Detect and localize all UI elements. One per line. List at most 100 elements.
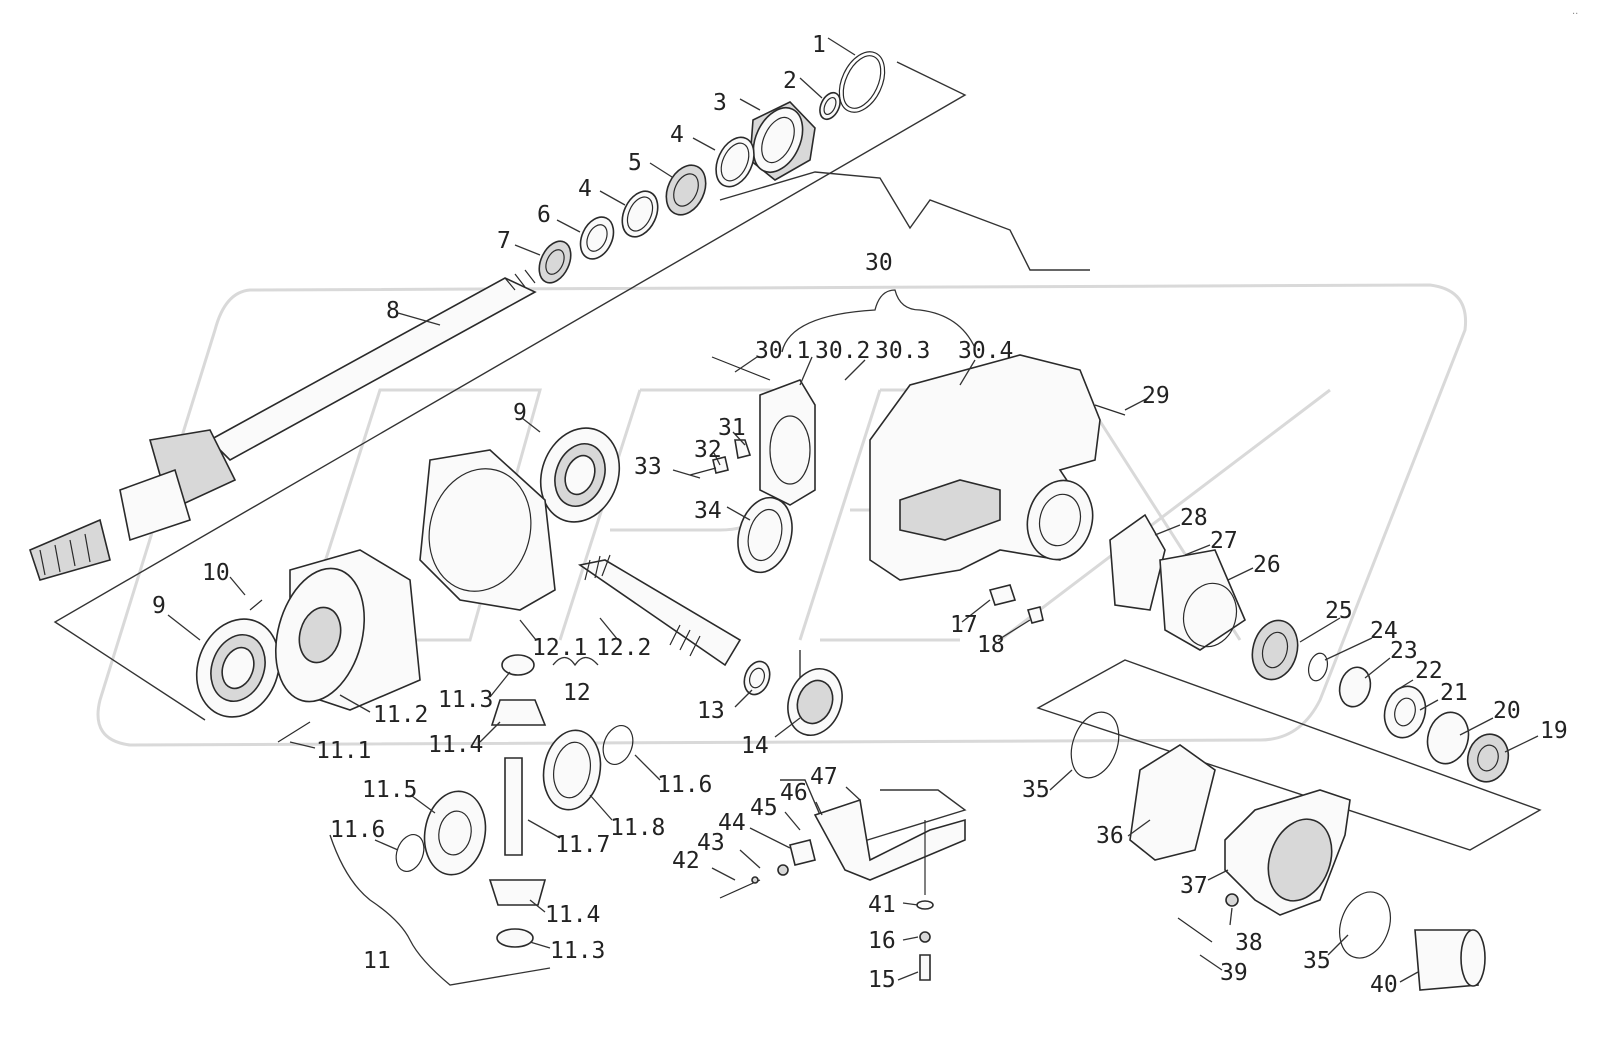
- part-11-8-side-gear: [542, 729, 602, 811]
- part-11-6-washer-left: [395, 834, 425, 872]
- callout-10: 10: [202, 560, 230, 586]
- part-11-5-side-gear: [423, 790, 487, 876]
- part-11-4-pinion-top: [490, 699, 547, 726]
- part-40-cap: [1414, 929, 1486, 991]
- callout-29: 29: [1142, 383, 1170, 409]
- part-36-sleeve: [1129, 744, 1216, 861]
- callout-11-3b: 11.3: [550, 938, 605, 964]
- callout-11-8: 11.8: [610, 815, 665, 841]
- callout-27: 27: [1210, 528, 1238, 554]
- callout-16: 16: [868, 928, 896, 954]
- part-8-drive-shaft: [29, 269, 537, 581]
- part-47-bracket: [813, 798, 966, 881]
- part-9-bearing-right: [539, 427, 621, 523]
- corner-mark: ..: [1572, 6, 1578, 17]
- part-1-snap-ring: [838, 51, 886, 113]
- callout-39: 39: [1220, 960, 1248, 986]
- part-11-6-washer-right: [602, 725, 634, 765]
- part-11-2-differential-housing: [274, 549, 421, 711]
- callout-43: 43: [697, 830, 725, 856]
- part-19-nut: [1466, 733, 1510, 783]
- part-13-washer: [743, 660, 771, 696]
- callout-30-3: 30.3: [875, 338, 930, 364]
- callout-11-6b: 11.6: [657, 772, 712, 798]
- callout-25: 25: [1325, 598, 1353, 624]
- part-2-ring: [819, 91, 841, 121]
- part-30-bearing-cap: [711, 356, 816, 506]
- callout-34: 34: [694, 498, 722, 524]
- callout-38: 38: [1235, 930, 1263, 956]
- callout-33: 33: [634, 454, 662, 480]
- part-30-4-axle-housing: [869, 354, 1101, 581]
- callout-11-4a: 11.4: [428, 732, 483, 758]
- part-20-washer: [1426, 711, 1470, 765]
- callout-20: 20: [1493, 698, 1521, 724]
- part-6-washer: [579, 216, 615, 260]
- callout-30-1: 30.1: [755, 338, 810, 364]
- part-26-27-sleeve: [1159, 549, 1246, 651]
- callout-labels: 1 2 3 4 5 4 6 7 8 9 9 10 11.2 11.1 11.3 …: [152, 32, 1568, 998]
- part-23-bushing: [1338, 666, 1372, 708]
- part-37-knuckle: [1224, 789, 1351, 916]
- part-35-ring-lower: [1339, 891, 1391, 959]
- callout-31: 31: [718, 415, 746, 441]
- part-15-16-41-bolt-stack: [916, 820, 934, 981]
- part-12-2-pinion-shaft: [577, 554, 742, 667]
- callout-11-6a: 11.6: [330, 817, 385, 843]
- callout-19: 19: [1540, 718, 1568, 744]
- part-11-3-washer-top: [501, 654, 535, 676]
- callout-9b: 9: [152, 593, 166, 619]
- part-21-washer: [1383, 685, 1427, 739]
- part-38-39-grease-fitting: [1177, 893, 1239, 943]
- callout-47: 47: [810, 764, 838, 790]
- callout-44: 44: [718, 810, 746, 836]
- callout-40: 40: [1370, 972, 1398, 998]
- callout-42: 42: [672, 848, 700, 874]
- part-34-adjusting-ring: [737, 496, 793, 574]
- callout-11: 11: [363, 948, 391, 974]
- callout-18: 18: [977, 632, 1005, 658]
- part-4-lockwasher-a: [715, 136, 755, 188]
- callout-13: 13: [697, 698, 725, 724]
- part-12-1-ring-gear-cover: [419, 449, 556, 611]
- callout-35a: 35: [1022, 777, 1050, 803]
- callout-12-1: 12.1: [532, 635, 587, 661]
- callout-11-3a: 11.3: [438, 687, 493, 713]
- callout-2: 2: [783, 68, 797, 94]
- callout-35b: 35: [1303, 948, 1331, 974]
- callout-37: 37: [1180, 873, 1208, 899]
- part-5-bearing: [665, 164, 707, 216]
- callout-21: 21: [1440, 680, 1468, 706]
- part-24-ring: [1307, 652, 1329, 682]
- callout-11-7: 11.7: [555, 832, 610, 858]
- leader-lines: [167, 37, 1539, 986]
- callout-11-5: 11.5: [362, 777, 417, 803]
- callout-30-4: 30.4: [958, 338, 1013, 364]
- callout-24: 24: [1370, 618, 1398, 644]
- callout-9a: 9: [513, 400, 527, 426]
- part-4-lockwasher-b: [621, 190, 659, 238]
- part-9-bearing-left: [195, 618, 281, 718]
- part-7-nut: [538, 240, 572, 284]
- callout-32: 32: [694, 437, 722, 463]
- callout-12-2: 12.2: [596, 635, 651, 661]
- callout-5: 5: [628, 150, 642, 176]
- part-28-gasket: [1109, 513, 1166, 611]
- callout-45: 45: [750, 795, 778, 821]
- callout-30-2: 30.2: [815, 338, 870, 364]
- callout-17: 17: [950, 612, 978, 638]
- part-11-3-washer-bottom: [496, 928, 534, 948]
- callout-14: 14: [741, 733, 769, 759]
- callout-6: 6: [537, 202, 551, 228]
- callout-1: 1: [812, 32, 826, 58]
- callout-11-2: 11.2: [373, 702, 428, 728]
- callout-15: 15: [868, 967, 896, 993]
- callout-28: 28: [1180, 505, 1208, 531]
- part-25-bearing: [1251, 619, 1299, 681]
- callout-23: 23: [1390, 638, 1418, 664]
- callout-26: 26: [1253, 552, 1281, 578]
- callout-46: 46: [780, 780, 808, 806]
- callout-11-4b: 11.4: [545, 902, 600, 928]
- callout-4b: 4: [578, 176, 592, 202]
